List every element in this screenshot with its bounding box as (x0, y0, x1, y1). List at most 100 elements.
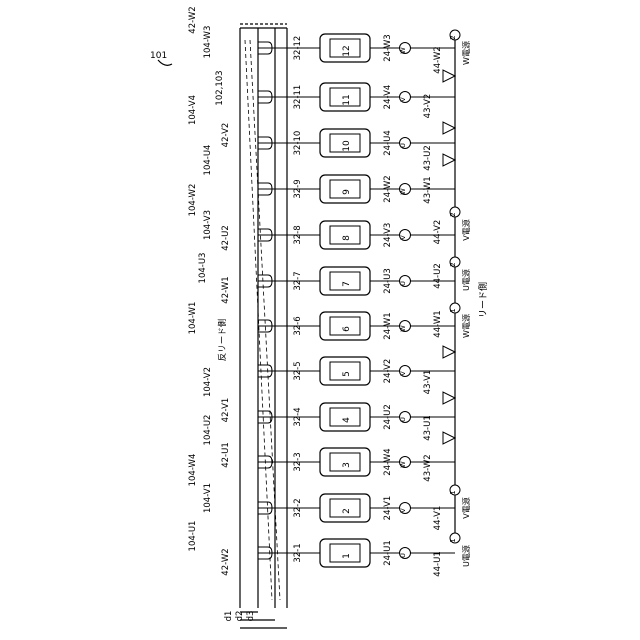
left-label-l20: 104-U1 (188, 521, 198, 552)
right-label-r01: 43-V2 (423, 94, 433, 119)
right-label-r07: 44-W2 (433, 46, 443, 73)
left-label-l05: 42-V2 (221, 123, 231, 148)
left-label-l16: 104-U2 (203, 415, 213, 446)
left-label-l01: 42-W2 (188, 6, 198, 33)
slot-number: 9 (342, 189, 352, 195)
slot-number: 11 (342, 94, 352, 105)
terminal-number: 2 (449, 262, 457, 266)
phase-symbol-text: V (399, 97, 407, 102)
right-label-r12: 44-U1 (433, 551, 443, 577)
phase-symbol-text: W (399, 461, 407, 468)
phase-symbol-text: W (399, 47, 407, 54)
core-label: 32-3 (293, 452, 303, 471)
right-label-r08: 44-V2 (433, 220, 443, 245)
left-label-l19: 104-V1 (203, 483, 213, 513)
dim-label-d2: d2 (235, 611, 245, 622)
coil-label: 24-U4 (383, 130, 393, 156)
coil-label: 24-W1 (383, 312, 393, 339)
coil-label: 24-V1 (383, 496, 393, 521)
dim-label-d1: d1 (224, 611, 234, 622)
core-label: 32-10 (293, 131, 303, 156)
delta-terminal (443, 432, 455, 444)
phase-symbol-text: W (399, 325, 407, 332)
left-label-l08: 104-W2 (188, 184, 198, 217)
slot-number: 7 (342, 281, 352, 287)
slot-number: 12 (342, 45, 352, 56)
terminal-name-t1: W電源 (462, 41, 471, 65)
slot-number: 10 (342, 140, 352, 152)
right-label-r11: 44-V1 (433, 506, 443, 531)
right-label-r04: 43-V1 (423, 370, 433, 395)
slot-number: 1 (342, 553, 352, 559)
left-label-l02: 104-W3 (203, 26, 213, 59)
phase-symbol-text: V (399, 235, 407, 240)
delta-terminal (443, 154, 455, 166)
left-label-l11: 42-W1 (221, 276, 231, 303)
left-label-l09: 104-V3 (203, 210, 213, 240)
slot-number: 2 (342, 508, 352, 514)
right-label-r05: 43-U1 (423, 415, 433, 441)
coil-label: 24-U3 (383, 268, 393, 294)
terminal-name-t2: V電源 (462, 219, 471, 240)
right-label-r02: 43-U2 (423, 145, 433, 171)
slot-number: 3 (342, 462, 352, 468)
terminal-number: 1 (449, 308, 457, 312)
left-label-l21: 42-W2 (221, 548, 231, 575)
core-label: 32-1 (293, 543, 303, 562)
coil-label: 24-V2 (383, 359, 393, 384)
core-label: 32-4 (293, 407, 303, 426)
phase-symbol-text: U (399, 417, 407, 422)
right-label-r06: 43-W2 (423, 454, 433, 481)
slot-number: 8 (342, 235, 352, 241)
delta-terminal (443, 70, 455, 82)
right-label-r10: 44-W1 (433, 310, 443, 337)
terminal-name-t4: W電源 (462, 314, 471, 338)
left-label-l17: 42-U1 (221, 442, 231, 468)
dim-label-d3: d3 (246, 611, 256, 622)
core-label: 32-7 (293, 271, 303, 290)
terminal-number: 2 (449, 212, 457, 216)
phase-symbol-text: V (399, 508, 407, 513)
phase-symbol-text: U (399, 553, 407, 558)
left-label-l04: 104-V4 (188, 95, 198, 125)
left-label-l13: 反リード側 (217, 319, 228, 362)
phase-symbol-text: W (399, 188, 407, 195)
terminal-name-t3: U電源 (462, 269, 471, 291)
coil-label: 24-W2 (383, 175, 393, 202)
slot-number: 4 (342, 417, 352, 423)
coil-label: 24-W3 (383, 34, 393, 61)
terminal-name-t5: V電源 (462, 497, 471, 518)
phase-symbol-text: V (399, 371, 407, 376)
core-label: 32-8 (293, 225, 303, 244)
coil-label: 24-V3 (383, 223, 393, 248)
left-label-l12: 104-W1 (188, 302, 198, 335)
slot-number: 6 (342, 326, 352, 332)
lead-side-label: リード側 (477, 282, 489, 318)
left-label-l06: 104-U4 (203, 145, 213, 176)
left-label-l14: 104-V2 (203, 367, 213, 397)
delta-terminal (443, 346, 455, 358)
coil-label: 24-V4 (383, 85, 393, 110)
left-label-l07: 42-U2 (221, 225, 231, 251)
terminal-number: 1 (449, 538, 457, 542)
figure-ref-101: 101 (150, 51, 167, 61)
core-label: 32-12 (293, 36, 303, 61)
right-label-r03: 43-W1 (423, 176, 433, 203)
delta-terminal (443, 122, 455, 134)
coil-label: 24-U1 (383, 540, 393, 566)
left-label-l15: 42-V1 (221, 398, 231, 423)
delta-terminal (443, 392, 455, 404)
terminal-number: 1 (449, 490, 457, 494)
core-label: 32-2 (293, 498, 303, 517)
left-label-l18: 104-W4 (188, 454, 198, 487)
left-label-l10: 104-U3 (198, 253, 208, 284)
right-label-r09: 44-U2 (433, 263, 443, 289)
core-label: 32-5 (293, 361, 303, 380)
terminal-name-t6: U電源 (462, 545, 471, 567)
core-label: 32-6 (293, 316, 303, 335)
phase-symbol-text: U (399, 281, 407, 286)
left-label-l03: 102,103 (215, 70, 225, 105)
core-label: 32-9 (293, 179, 303, 198)
